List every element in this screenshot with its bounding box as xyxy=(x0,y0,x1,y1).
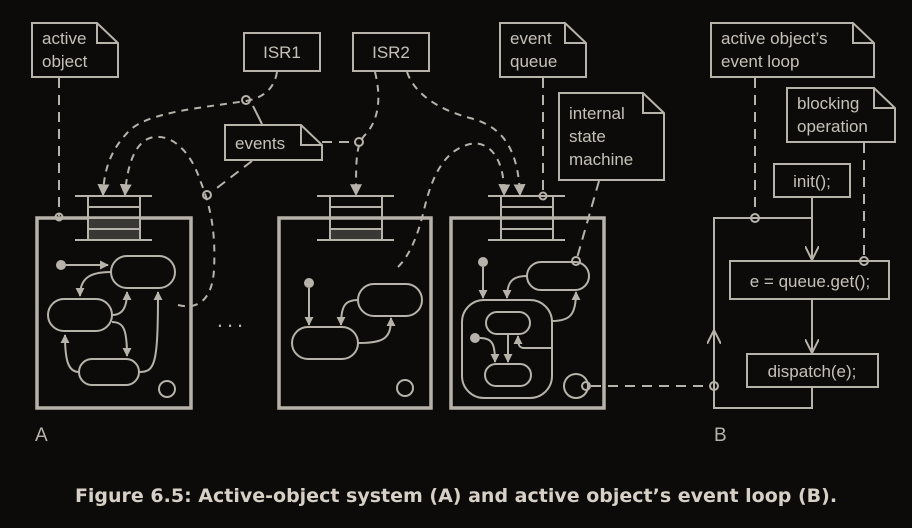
state-machine-3 xyxy=(461,256,591,399)
dispatch-anchor xyxy=(709,381,719,391)
init-label: init(); xyxy=(793,172,831,191)
isr1-box: ISR1 xyxy=(243,32,321,72)
note-event-queue: event queue xyxy=(499,22,587,78)
note-event-loop: active object’s event loop xyxy=(710,22,875,78)
note-active-object: active object xyxy=(31,22,119,78)
events-anchor-1 xyxy=(241,95,251,105)
isr2-box: ISR2 xyxy=(352,32,430,72)
isr2-event-path-1 xyxy=(350,71,380,197)
figure-caption: Figure 6.5: Active-object system (A) and… xyxy=(75,485,837,507)
note-blocking-line1: blocking xyxy=(797,94,859,113)
note-event-loop-line1: active object’s xyxy=(721,29,827,48)
substate xyxy=(485,311,531,335)
initial-pseudostate xyxy=(470,333,480,343)
event-loop-anchor xyxy=(750,213,760,223)
queue-slot-filled xyxy=(88,230,140,240)
dispatch-label: dispatch(e); xyxy=(768,362,857,381)
blocking-anchor xyxy=(859,256,869,266)
isr1-label: ISR1 xyxy=(263,43,301,62)
event-queue-a xyxy=(75,195,152,241)
event-loop-icon xyxy=(158,380,176,398)
note-active-object-line2: object xyxy=(42,52,88,71)
initial-pseudostate xyxy=(478,257,488,267)
state-machine-2 xyxy=(291,278,423,397)
note-blocking-line2: operation xyxy=(797,117,868,136)
isr2-label: ISR2 xyxy=(372,43,410,62)
state xyxy=(526,261,590,291)
label-b: B xyxy=(714,425,727,446)
label-a: A xyxy=(35,425,48,446)
queue-slot-filled xyxy=(88,219,140,229)
event-queue-2 xyxy=(317,195,394,241)
initial-pseudostate xyxy=(304,278,314,288)
loop-back-path xyxy=(713,217,813,409)
active-object-2 xyxy=(277,216,433,410)
events-connector-1 xyxy=(252,105,263,125)
note-event-queue-line2: queue xyxy=(510,52,557,71)
event-loop-icon xyxy=(396,379,414,397)
note-events: events xyxy=(224,124,323,161)
get-label: e = queue.get(); xyxy=(750,272,871,291)
event-queue-3 xyxy=(488,195,565,241)
get-box: e = queue.get(); xyxy=(729,260,890,300)
ao-a-post-path xyxy=(119,135,216,308)
active-object-3 xyxy=(449,216,606,410)
substate xyxy=(484,363,532,387)
note-internal-state-machine: internal state machine xyxy=(558,92,665,181)
state-machine-a xyxy=(47,255,176,398)
active-object-a xyxy=(35,216,193,410)
note-event-loop-line2: event loop xyxy=(721,52,799,71)
state xyxy=(291,326,359,360)
note-event-queue-line1: event xyxy=(510,29,552,48)
note-active-object-line1: active xyxy=(42,29,86,48)
note-events-label: events xyxy=(235,134,285,153)
note-ism-line3: machine xyxy=(569,150,633,169)
ellipsis: ... xyxy=(217,307,247,332)
note-ism-line1: internal xyxy=(569,104,625,123)
events-connector-2 xyxy=(212,160,253,192)
state xyxy=(47,298,113,332)
state xyxy=(357,283,423,317)
ao-2-post-path xyxy=(397,142,511,268)
note-blocking-operation: blocking operation xyxy=(786,87,896,143)
init-box: init(); xyxy=(773,163,851,198)
initial-pseudostate xyxy=(56,260,66,270)
isr2-event-path-2 xyxy=(406,71,526,197)
isr1-event-path xyxy=(97,71,278,197)
dispatch-box: dispatch(e); xyxy=(746,353,879,388)
state xyxy=(78,358,140,386)
queue-slot-filled xyxy=(330,230,382,240)
event-loop-icon xyxy=(563,373,589,399)
note-ism-line2: state xyxy=(569,127,606,146)
state xyxy=(110,255,176,289)
